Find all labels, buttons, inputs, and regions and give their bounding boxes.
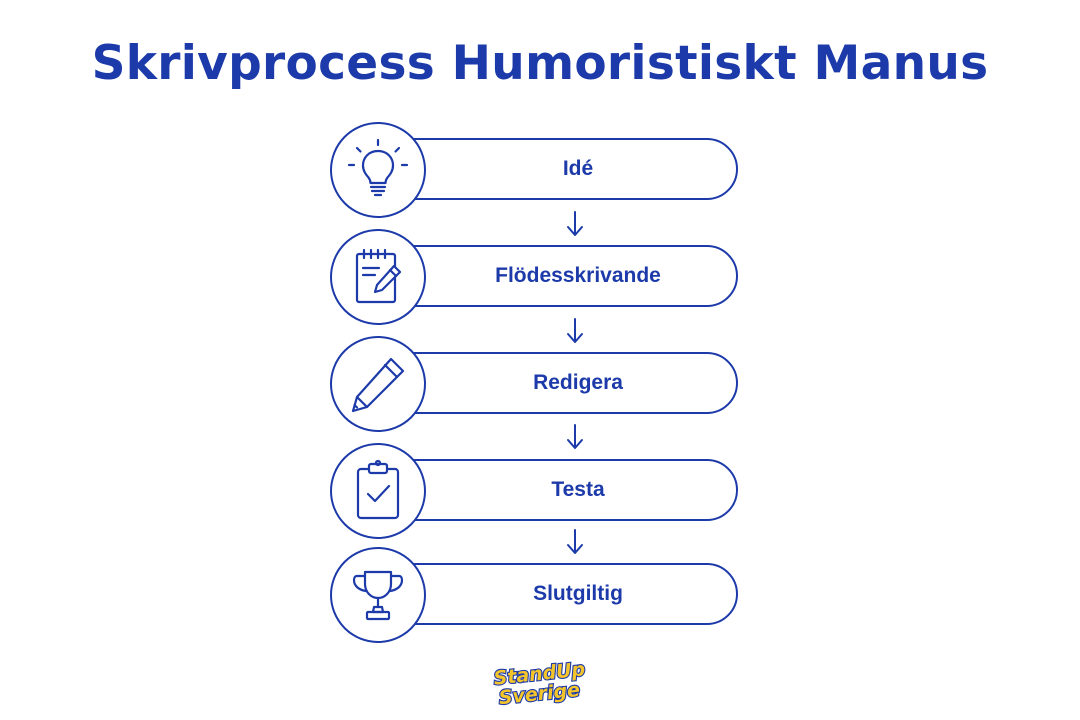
arrow-down-icon — [567, 211, 583, 236]
step-label: Slutgiltig — [533, 582, 623, 605]
step-icon-circle — [330, 547, 426, 643]
arrow-down-icon — [567, 529, 583, 554]
step-label: Flödesskrivande — [495, 264, 661, 287]
step-icon-circle — [330, 229, 426, 325]
step-label: Redigera — [533, 371, 623, 394]
lightbulb-icon — [347, 138, 409, 197]
trophy-icon — [352, 570, 404, 621]
pencil-icon — [351, 357, 405, 413]
notepad-pencil-icon — [355, 248, 402, 304]
standup-sverige-logo: StandUp Sverige — [491, 658, 587, 708]
step-testa: Testa — [330, 443, 742, 539]
step-pill — [378, 459, 738, 521]
step-icon-circle — [330, 336, 426, 432]
page-title: Skrivprocess Humoristiskt Manus — [91, 36, 989, 91]
step-label: Testa — [551, 478, 605, 501]
step-pill — [378, 563, 738, 625]
clipboard-check-icon — [356, 459, 400, 520]
step-pill — [378, 245, 738, 307]
step-pill — [378, 138, 738, 200]
step-label: Idé — [562, 157, 594, 180]
step-icon-circle — [330, 443, 426, 539]
step-slutgiltig: Slutgiltig — [330, 547, 742, 643]
arrow-down-icon — [567, 424, 583, 449]
step-icon-circle — [330, 122, 426, 218]
arrow-down-icon — [567, 318, 583, 343]
step-redigera: Redigera — [330, 336, 742, 432]
step-flodesskrivande: Flödesskrivande — [330, 229, 742, 325]
step-pill — [378, 352, 738, 414]
step-ide: Idé — [330, 122, 742, 218]
